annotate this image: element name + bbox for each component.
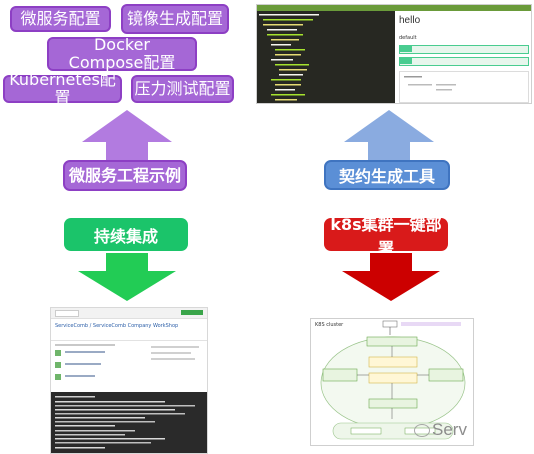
swagger-preview-title: hello <box>399 15 421 26</box>
github-search <box>55 310 79 317</box>
up-arrow-blue-icon <box>344 110 434 160</box>
swagger-operation-1-method <box>400 46 412 52</box>
github-tabs <box>51 335 207 341</box>
label-contract-generator: 契约生成工具 <box>324 160 450 190</box>
config-box-docker-compose: Docker Compose配置 <box>47 36 197 72</box>
label-k8s-deploy: k8s集群一键部署 <box>324 215 448 258</box>
config-box-image-build: 镜像生成配置 <box>121 4 229 34</box>
swagger-code-editor <box>257 11 395 103</box>
config-box-microservice: 微服务配置 <box>10 6 111 32</box>
github-file-list <box>55 344 199 380</box>
k8s-cluster-diagram: K8S cluster <box>310 318 474 446</box>
config-box-stress-test: 压力测试配置 <box>131 75 234 103</box>
swagger-section-title: default <box>399 35 417 41</box>
label-microservice-sample: 微服务工程示例 <box>63 160 187 191</box>
k8s-diagram-title: K8S cluster <box>315 322 344 328</box>
config-box-kubernetes: Kubernetes配置 <box>3 71 122 107</box>
swagger-topbar <box>257 5 531 11</box>
down-arrow-red-icon <box>342 253 440 301</box>
swagger-operation-1 <box>399 45 529 54</box>
github-header <box>51 308 207 319</box>
down-arrow-green-icon <box>78 253 176 301</box>
github-signup-button <box>181 310 203 315</box>
swagger-operation-2 <box>399 57 529 66</box>
label-continuous-integration: 持续集成 <box>64 218 188 251</box>
github-screenshot: ServiceComb / ServiceComb Company WorkSh… <box>50 307 208 454</box>
github-terminal <box>51 392 207 453</box>
github-repo-title: ServiceComb / ServiceComb Company WorkSh… <box>55 323 179 329</box>
swagger-operation-2-method <box>400 58 412 64</box>
up-arrow-purple-icon <box>82 110 172 160</box>
watermark-logo-icon <box>414 424 430 437</box>
watermark-text: Serv <box>432 420 467 439</box>
swagger-models-panel <box>399 71 529 103</box>
swagger-editor-screenshot: hello default <box>256 4 532 104</box>
